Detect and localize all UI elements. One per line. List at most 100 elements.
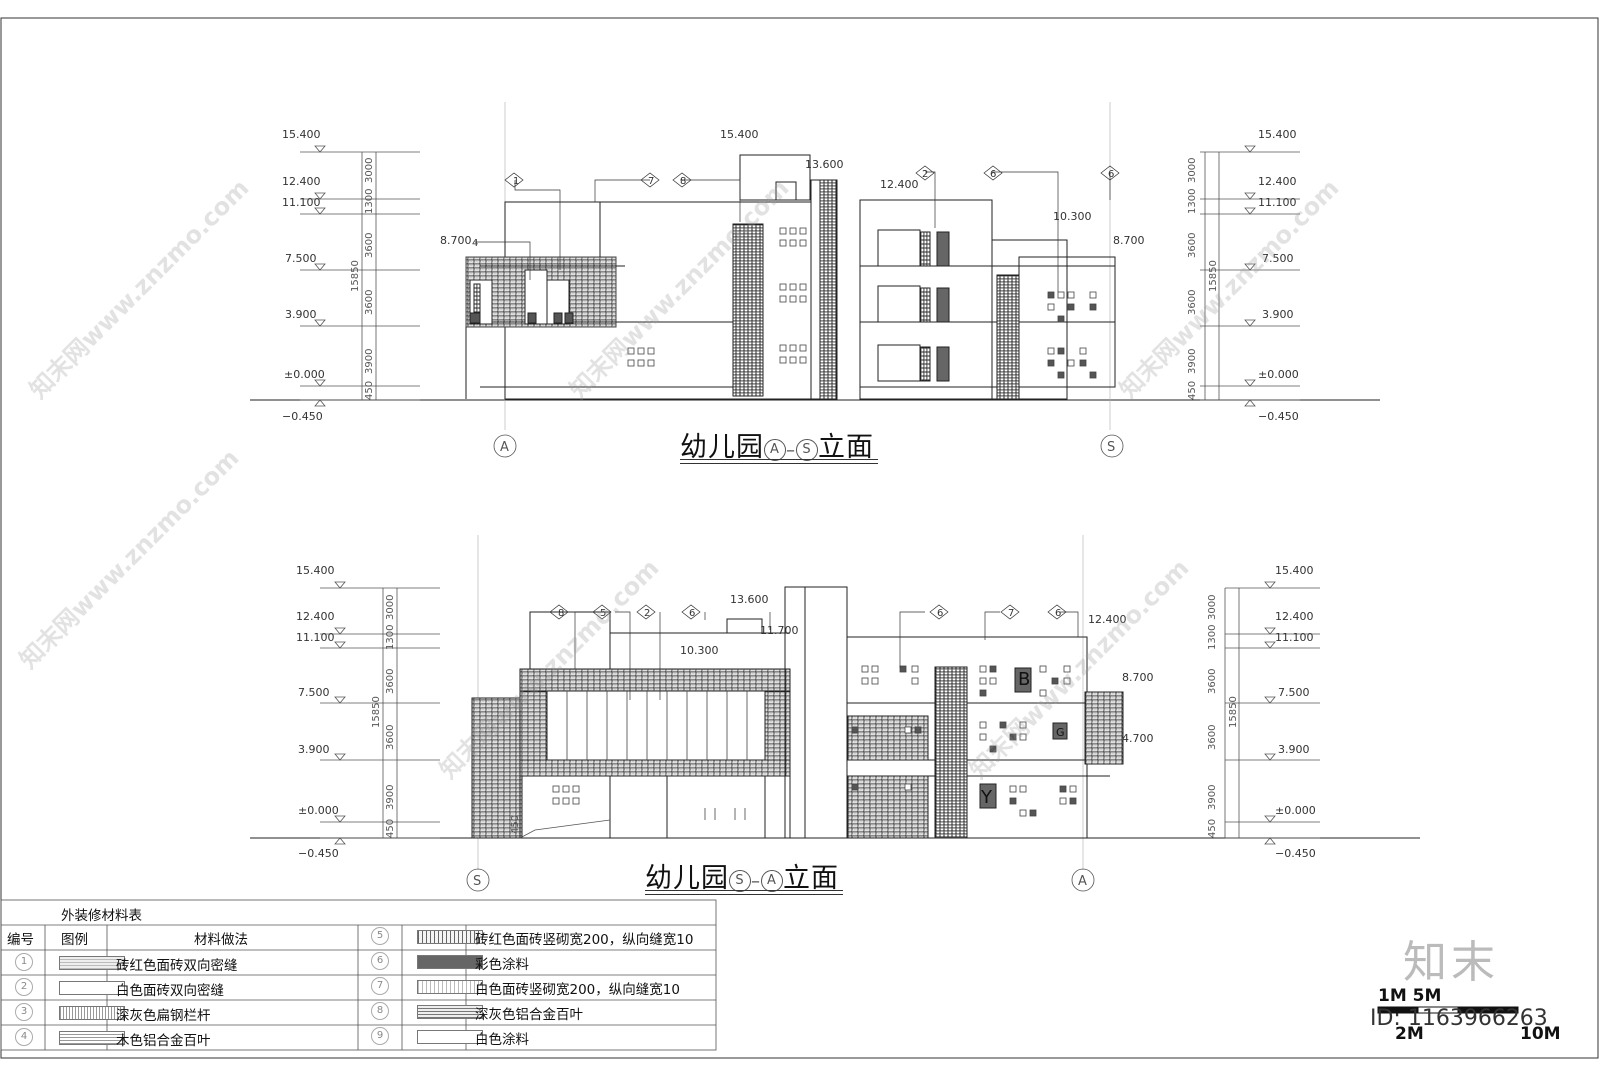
level-label: 13.600 xyxy=(730,593,769,606)
dimension-label: 15850 xyxy=(350,260,361,292)
dimension-label: 3600 xyxy=(1187,290,1198,315)
level-label: 10.300 xyxy=(680,644,719,657)
scale-label-bottom-right: 10M xyxy=(1520,1024,1561,1044)
callout-number: 8 xyxy=(558,608,564,619)
legend-item-text: 木色铝合金百叶 xyxy=(116,1033,211,1049)
title-suffix: 立面 xyxy=(818,432,874,463)
axis-label: A xyxy=(1078,874,1087,889)
level-label: 12.400 xyxy=(1258,175,1297,188)
legend-item-text: 深灰色铝合金百叶 xyxy=(475,1007,583,1023)
level-label: 12.400 xyxy=(880,178,919,191)
legend-item-number: 7 xyxy=(371,977,389,995)
level-label: −0.450 xyxy=(282,410,323,423)
dimension-label: 450 xyxy=(1187,381,1198,400)
scale-label-top: 1M 5M xyxy=(1378,986,1442,1006)
level-label: 12.400 xyxy=(296,610,335,623)
legend-swatch-white xyxy=(59,981,125,995)
legend-item-text: 白色面砖双向密缝 xyxy=(116,983,224,999)
level-label: 12.400 xyxy=(282,175,321,188)
axis-tag: A xyxy=(761,870,783,892)
legend-col-method: 材料做法 xyxy=(194,932,248,948)
legend-item-text: 砖红色面砖双向密缝 xyxy=(116,958,238,974)
level-label: 10.300 xyxy=(1053,210,1092,223)
dimension-label: 3900 xyxy=(1187,349,1198,374)
callout-number: 8 xyxy=(680,176,686,187)
callout-number: 5 xyxy=(600,608,606,619)
dimension-label: 3600 xyxy=(1187,233,1198,258)
legend-swatch-paint xyxy=(417,955,483,969)
dimension-label: 450 xyxy=(364,381,375,400)
title-prefix: 幼儿园 xyxy=(680,432,764,463)
level-label: 12.400 xyxy=(1088,613,1127,626)
title-suffix: 立面 xyxy=(783,863,839,894)
sheet-frame xyxy=(0,17,1599,1059)
dimension-label: 3600 xyxy=(1207,669,1218,694)
level-label: 11.700 xyxy=(760,624,799,637)
level-label: 11.100 xyxy=(282,196,321,209)
callout-number: 4 xyxy=(472,238,478,249)
legend-header: 外装修材料表 xyxy=(61,908,142,924)
legend-item-number: 6 xyxy=(371,952,389,970)
dimension-label: 3000 xyxy=(1187,158,1198,183)
callout-number: 2 xyxy=(922,169,928,180)
axis-tag: A xyxy=(764,439,786,461)
legend-item-number: 8 xyxy=(371,1002,389,1020)
dimension-label: 15850 xyxy=(371,696,382,728)
legend-col-swatch: 图例 xyxy=(61,932,88,948)
title-prefix: 幼儿园 xyxy=(645,863,729,894)
legend-item-number: 5 xyxy=(371,927,389,945)
level-label: 11.100 xyxy=(1258,196,1297,209)
level-label: 11.100 xyxy=(1275,631,1314,644)
legend-swatch-white xyxy=(417,1030,483,1044)
facade-letter-b: B xyxy=(1018,669,1030,690)
level-label: 15.400 xyxy=(296,564,335,577)
level-label: 15.400 xyxy=(282,128,321,141)
level-label: 7.500 xyxy=(1262,252,1294,265)
level-label: 8.700 xyxy=(1113,234,1145,247)
axis-tag: S xyxy=(796,439,818,461)
level-label: −0.450 xyxy=(1275,847,1316,860)
legend-swatch-brick xyxy=(59,956,125,970)
level-label: −0.450 xyxy=(298,847,339,860)
legend-swatch-vbrick xyxy=(417,930,483,944)
axis-label: S xyxy=(1107,440,1115,455)
brand-logo: 知末 xyxy=(1403,937,1499,988)
level-label: 3.900 xyxy=(298,743,330,756)
level-label: 3.900 xyxy=(1262,308,1294,321)
level-label: 11.100 xyxy=(296,631,335,644)
callout-number: 6 xyxy=(990,169,996,180)
legend-table-grid xyxy=(0,899,717,1051)
legend-item-number: 1 xyxy=(15,953,33,971)
dimension-label: 3600 xyxy=(385,725,396,750)
dimension-label: 450 xyxy=(510,815,521,834)
dimension-label: 3600 xyxy=(1207,725,1218,750)
level-label: 4.700 xyxy=(1122,732,1154,745)
dimension-label: 3600 xyxy=(364,233,375,258)
legend-item-number: 2 xyxy=(15,978,33,996)
axis-label: S xyxy=(473,874,481,889)
level-label: 7.500 xyxy=(1278,686,1310,699)
level-label: 7.500 xyxy=(285,252,317,265)
scale-bar xyxy=(1377,1006,1519,1014)
axis-label: A xyxy=(500,440,509,455)
facade-letter-g: G xyxy=(1056,726,1065,739)
dimension-label: 3000 xyxy=(385,595,396,620)
level-label: 7.500 xyxy=(298,686,330,699)
level-label: 8.700 xyxy=(440,234,472,247)
legend-item-number: 9 xyxy=(371,1027,389,1045)
callout-number: 6 xyxy=(1108,169,1114,180)
callout-number: 1 xyxy=(513,176,519,187)
callout-number: 7 xyxy=(648,176,654,187)
bottom-elevation xyxy=(250,535,1420,892)
legend-col-num: 编号 xyxy=(7,932,34,948)
top-elevation xyxy=(250,102,1380,458)
dimension-label: 1300 xyxy=(1187,189,1198,214)
dimension-label: 3900 xyxy=(1207,785,1218,810)
legend-item-text: 砖红色面砖竖砌宽200，纵向缝宽10 xyxy=(475,932,694,948)
dimension-label: 15850 xyxy=(1228,696,1239,728)
callout-number: 6 xyxy=(689,608,695,619)
legend-item-number: 4 xyxy=(15,1028,33,1046)
legend-swatch-rail xyxy=(59,1006,125,1020)
